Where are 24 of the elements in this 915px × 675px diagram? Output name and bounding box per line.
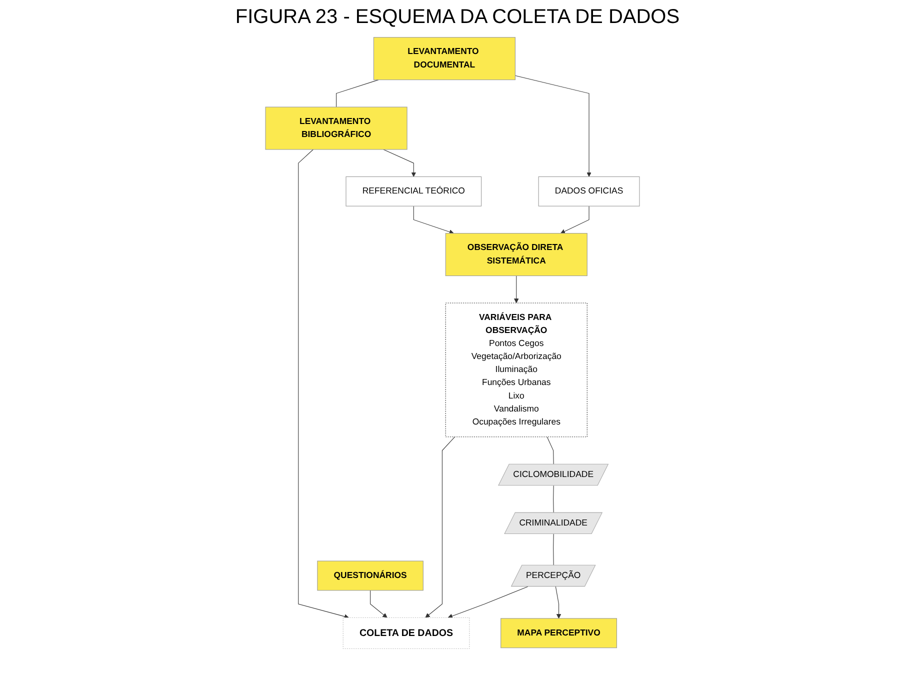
connector (546, 436, 554, 465)
arrow (425, 436, 456, 618)
arrow (370, 590, 388, 618)
node-box: REFERENCIAL TEÓRICO (346, 176, 482, 206)
arrow (514, 276, 519, 304)
connector (553, 485, 554, 514)
arrow (413, 206, 454, 234)
node-box: VARIÁVEIS PARA OBSERVAÇÃO Pontos Cegos Vegetação/Arborização Iluminação Funções Urbanas Lixo Vandalismo Ocupações Irregulares (445, 302, 588, 438)
node-box: OBSERVAÇÃO DIRETA SISTEMÁTICA (445, 233, 588, 276)
arrow (514, 75, 592, 177)
arrow (555, 586, 562, 619)
node-box: LEVANTAMENTO BIBLIOGRÁFICO (265, 106, 408, 150)
connector (336, 80, 379, 108)
connector (553, 534, 554, 566)
node-box: COLETA DE DADOS (342, 617, 470, 649)
arrow (448, 586, 528, 618)
node-box: MAPA PERCEPTIVO (500, 618, 617, 648)
node-box: QUESTIONÁRIOS (317, 560, 424, 591)
arrow (560, 206, 590, 234)
node-box: LEVANTAMENTO DOCUMENTAL (373, 37, 516, 80)
figure-title: FIGURA 23 - ESQUEMA DA COLETA DE DADOS (234, 6, 681, 29)
arrow (298, 149, 349, 619)
arrow (383, 149, 416, 177)
node-box: DADOS OFICIAS (538, 176, 640, 206)
